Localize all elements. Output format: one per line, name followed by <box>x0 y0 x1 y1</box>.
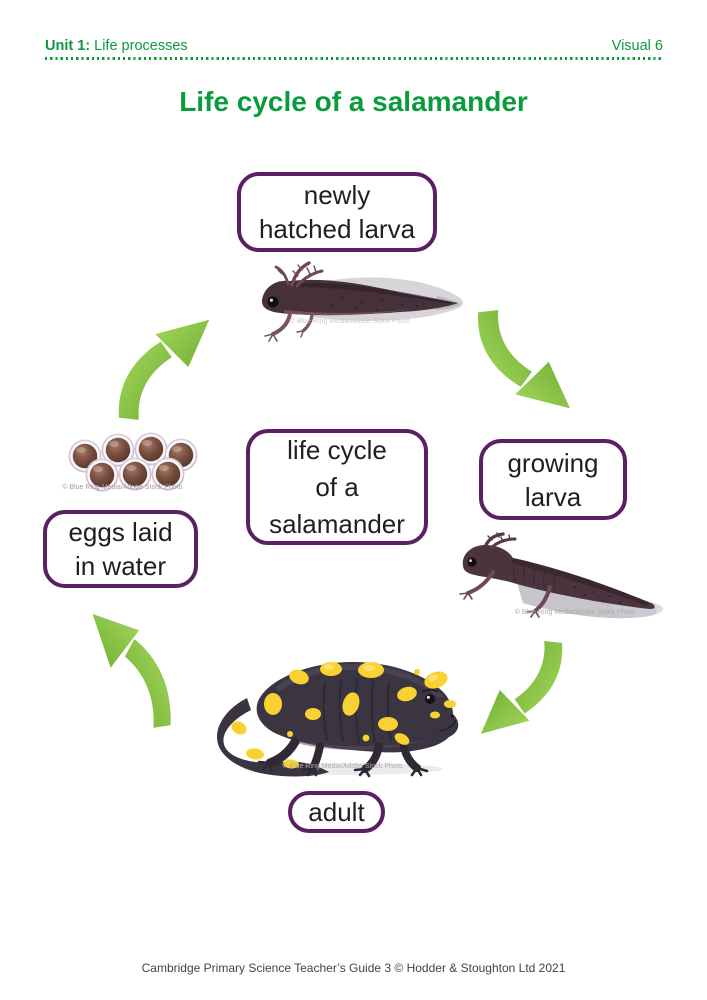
photo-credit: © Blue Ring Media/Adobe Stock Photo <box>282 763 403 770</box>
header-unit: Unit 1: Life processes <box>45 38 188 54</box>
header-unit-text: Life processes <box>90 38 188 54</box>
header-visual-label: Visual 6 <box>611 38 663 54</box>
dotted-divider <box>45 57 663 60</box>
growing-larva-illustration <box>459 532 663 619</box>
stage-label-line: in water <box>74 551 167 581</box>
center-title-line: life cycle <box>287 434 387 465</box>
stage-box-adult: adult <box>288 791 385 833</box>
arrow-eggs-to-newly-hatched-icon <box>118 319 210 420</box>
stage-box-eggs-laid-in-water: eggs laid in water <box>43 510 198 588</box>
salamander-eggs-illustration <box>68 432 198 492</box>
stage-label-line: newly <box>303 180 371 210</box>
arrow-growing-to-adult-icon <box>480 641 563 734</box>
center-title-box: life cycle of a salamander <box>246 429 428 545</box>
stage-label-line: eggs laid <box>68 517 173 547</box>
stage-label-line: adult <box>308 797 365 827</box>
stage-label-line: growing <box>507 447 599 478</box>
center-title-line: salamander <box>269 508 405 539</box>
newly-hatched-larva-illustration <box>261 261 463 342</box>
adult-salamander-illustration <box>217 662 459 778</box>
arrow-adult-to-eggs-icon <box>92 614 171 728</box>
stage-box-newly-hatched-larva: newly hatched larva <box>237 172 437 252</box>
stage-label-line: larva <box>524 481 582 512</box>
header-unit-label: Unit 1: <box>45 38 91 54</box>
photo-credit: © Blue Ring Media/Adobe Stock Photo <box>62 484 183 491</box>
arrow-newly-hatched-to-growing-icon <box>477 310 571 409</box>
stage-label-line: hatched larva <box>258 214 416 244</box>
photo-credit: © Blue Ring Media/Adobe Stock Photo <box>514 609 636 616</box>
photo-credit: © Blue Ring Media/Adobe Stock Photo <box>289 318 411 325</box>
page-title: Life cycle of a salamander <box>179 86 528 117</box>
footer-copyright: Cambridge Primary Science Teacher’s Guid… <box>141 961 566 975</box>
center-title-line: of a <box>315 471 359 502</box>
stage-box-growing-larva: growing larva <box>479 439 627 520</box>
